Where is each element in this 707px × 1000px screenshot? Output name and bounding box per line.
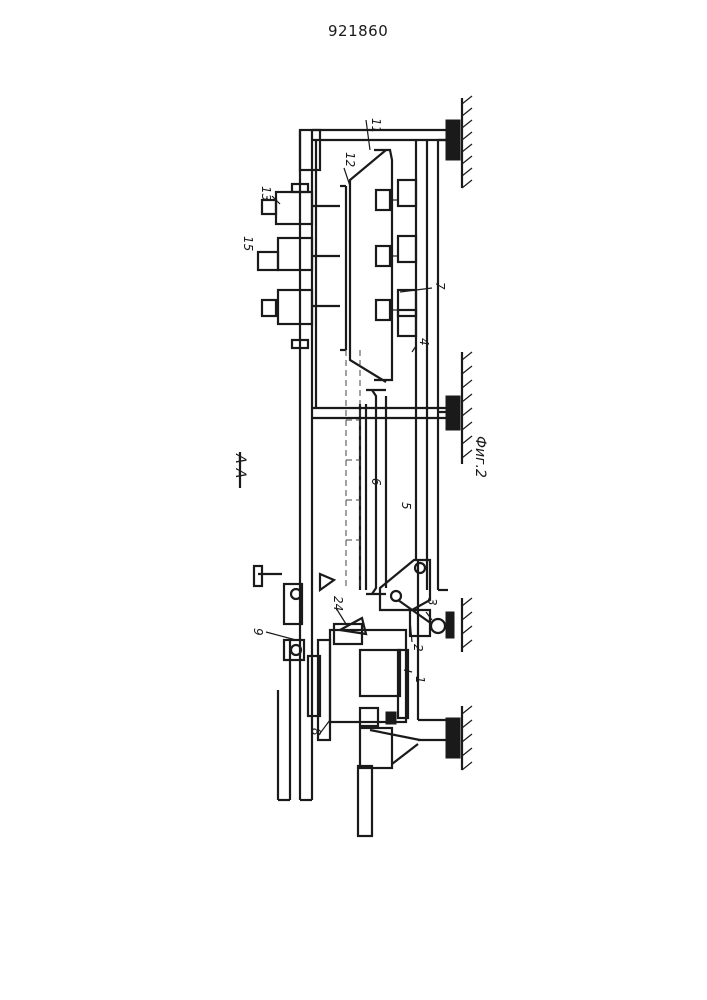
figure-caption: Фиг.2 xyxy=(472,436,488,478)
callout-3: 3 xyxy=(425,598,439,606)
ground-hatch-lower xyxy=(462,598,472,652)
clamp-9 xyxy=(254,566,334,660)
section-label: А-А xyxy=(232,453,248,478)
callout-7: 7 xyxy=(433,282,447,290)
callout-15: 15 xyxy=(241,236,255,251)
ground-supports xyxy=(462,96,472,770)
feed-table xyxy=(366,390,386,594)
callout-8: 8 xyxy=(309,728,323,736)
ground-hatch-top xyxy=(462,96,472,188)
callout-9: 9 xyxy=(251,628,265,636)
callout-5: 5 xyxy=(399,502,413,510)
ground-hatch-mid xyxy=(462,352,472,464)
ground-hatch-bottom xyxy=(462,706,472,770)
callout-6: 6 xyxy=(369,478,383,486)
callout-4: 4 xyxy=(417,338,431,346)
callout-2: 2 xyxy=(411,644,425,652)
callout-1: 1 xyxy=(413,676,427,684)
callout-12: 12 xyxy=(343,152,357,167)
roller-blocks xyxy=(376,180,416,336)
callout-11: 11 xyxy=(369,118,383,133)
overhead-beam xyxy=(278,130,446,800)
callout-24: 24 xyxy=(331,596,345,611)
workpiece-dashed xyxy=(346,350,360,590)
callout-13: 13 xyxy=(259,186,273,201)
foot-plates xyxy=(446,120,460,758)
